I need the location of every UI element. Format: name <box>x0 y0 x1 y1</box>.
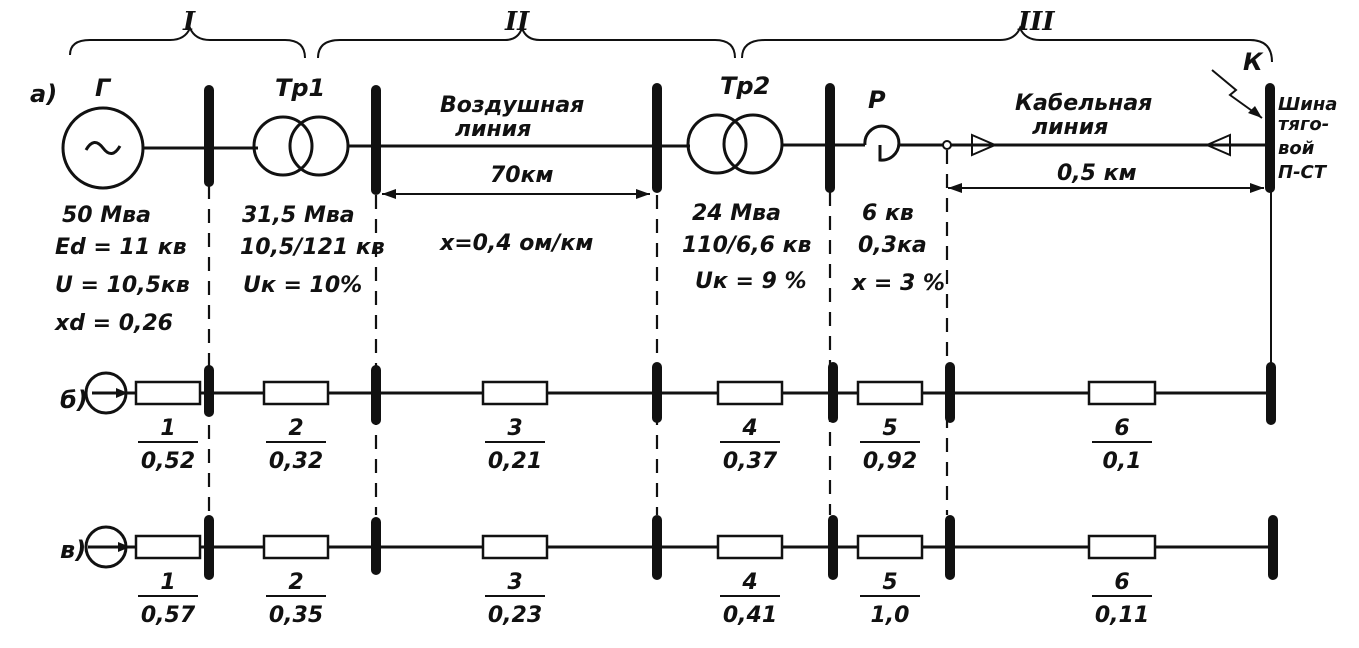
reactor-label: Р <box>868 86 886 114</box>
v-resistor-5 <box>856 534 924 560</box>
b-resistor-4 <box>716 380 784 406</box>
b-resistor-6 <box>1087 380 1157 406</box>
v-resistor-2 <box>262 534 330 560</box>
overhead-line-label-2: линия <box>455 117 531 142</box>
bus-label-3: вой <box>1278 138 1315 159</box>
transformer-2-label: Тр2 <box>720 72 770 100</box>
overhead-line-label-1: Воздушная <box>440 93 584 118</box>
v-resistor-6-value: 0,11 <box>1095 603 1149 628</box>
section-label-ii: II <box>504 7 530 37</box>
b-resistor-1 <box>134 380 202 406</box>
b-resistor-3-value: 0,21 <box>488 449 542 474</box>
b-resistor-1-value: 0,52 <box>141 449 195 474</box>
b-resistor-3-number: 3 <box>507 416 522 441</box>
cable-length-label: 0,5 км <box>1057 161 1137 186</box>
generator-label: Г <box>95 74 112 102</box>
b-resistor-2-value: 0,32 <box>269 449 323 474</box>
transformer-1-label: Тр1 <box>275 74 325 102</box>
gen-param-3: U = 10,5кв <box>55 273 190 298</box>
tr2-param-2: 110/6,6 кв <box>682 233 812 258</box>
v-resistor-2-number: 2 <box>288 570 303 595</box>
reactor-param-3: x = 3 % <box>851 271 945 296</box>
cable-line-label-1: Кабельная <box>1015 91 1152 116</box>
v-resistor-6 <box>1087 534 1157 560</box>
row-label-b: б) <box>60 386 88 414</box>
cable-line-label-2: линия <box>1032 115 1108 140</box>
v-resistor-2-value: 0,35 <box>269 603 323 628</box>
tr1-param-1: 31,5 Мва <box>242 203 355 228</box>
row-label-v: в) <box>60 536 86 564</box>
b-resistor-5 <box>856 380 924 406</box>
transformer-1-symbol <box>252 115 350 177</box>
reactor-param-2: 0,3ка <box>858 233 927 258</box>
b-resistor-6-value: 0,1 <box>1103 449 1142 474</box>
source-b-symbol <box>84 371 128 415</box>
b-resistor-6-number: 6 <box>1114 416 1129 441</box>
b-resistor-5-value: 0,92 <box>863 449 917 474</box>
source-v-symbol <box>84 525 130 569</box>
fault-arrow <box>1211 69 1263 119</box>
overhead-length-label: 70км <box>490 163 554 188</box>
overhead-reactance-label: x=0,4 ом/км <box>439 231 593 256</box>
v-resistor-1 <box>134 534 202 560</box>
b-resistor-4-number: 4 <box>741 416 757 441</box>
fault-label: К <box>1243 48 1264 76</box>
b-resistor-3 <box>481 380 549 406</box>
b-resistor-4-value: 0,37 <box>723 449 778 474</box>
section-brace-iii <box>741 25 1273 63</box>
section-brace-i <box>69 25 306 59</box>
section-brace-ii <box>317 24 736 59</box>
v-resistor-1-number: 1 <box>160 570 175 595</box>
bus-label-4: П-СТ <box>1278 162 1328 183</box>
tr1-param-2: 10,5/121 кв <box>240 235 385 260</box>
reactor-symbol <box>863 124 901 162</box>
cable-end-marker-left <box>971 133 998 157</box>
b-resistor-5-number: 5 <box>882 416 897 441</box>
b-resistor-2 <box>262 380 330 406</box>
cable-length-arrow <box>948 183 1264 193</box>
gen-param-4: xd = 0,26 <box>54 311 173 336</box>
v-resistor-6-number: 6 <box>1114 570 1129 595</box>
cable-end-marker-right <box>1204 133 1231 157</box>
v-resistor-3-value: 0,23 <box>488 603 542 628</box>
tr2-param-3: Uк = 9 % <box>695 269 807 294</box>
gen-param-2: Ed = 11 кв <box>55 235 187 260</box>
resistors-b: 1 0,52 2 0,32 3 0,21 4 0,37 5 0,92 6 0,1 <box>134 380 1157 474</box>
reactor-param-1: 6 кв <box>862 201 914 226</box>
bus-label-1: Шина <box>1278 94 1337 115</box>
section-label-iii: III <box>1017 7 1055 37</box>
tr1-param-3: Uк = 10% <box>243 273 362 298</box>
bus-label-2: тяго- <box>1278 114 1329 135</box>
v-resistor-3-number: 3 <box>507 570 522 595</box>
row-label-a: а) <box>30 80 57 108</box>
tr2-param-1: 24 Мва <box>692 201 781 226</box>
cable-junction <box>942 140 952 150</box>
b-resistor-1-number: 1 <box>160 416 175 441</box>
v-resistor-4-number: 4 <box>741 570 757 595</box>
v-resistor-5-number: 5 <box>882 570 897 595</box>
v-resistor-1-value: 0,57 <box>141 603 196 628</box>
generator-symbol <box>61 106 145 190</box>
v-resistor-4-value: 0,41 <box>723 603 777 628</box>
v-resistor-3 <box>481 534 549 560</box>
transformer-2-symbol <box>686 113 784 175</box>
resistors-v: 1 0,57 2 0,35 3 0,23 4 0,41 5 1,0 6 0,11 <box>134 534 1157 628</box>
v-resistor-4 <box>716 534 784 560</box>
overhead-length-arrow <box>382 189 650 199</box>
section-label-i: I <box>182 7 196 37</box>
gen-param-1: 50 Мва <box>62 203 151 228</box>
b-resistor-2-number: 2 <box>288 416 303 441</box>
v-resistor-5-value: 1,0 <box>871 603 910 628</box>
